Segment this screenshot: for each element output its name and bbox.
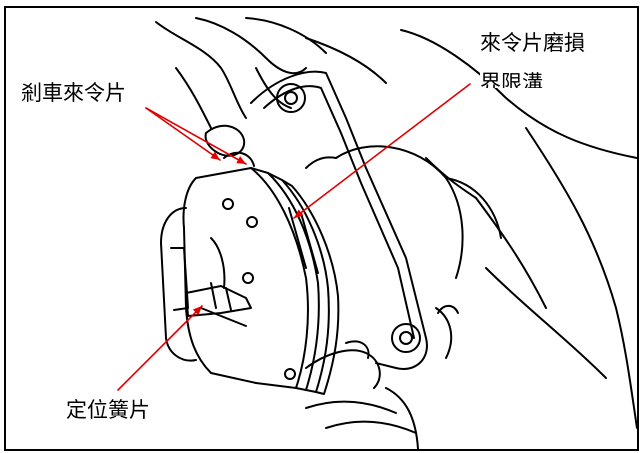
label-retainer-spring: 定位簧片	[66, 398, 150, 423]
brake-pad-assembly	[195, 167, 340, 395]
caliper-bracket	[250, 70, 428, 370]
arrow-retainer-spring	[117, 305, 203, 391]
label-wear-limit-line2: 界限溝	[480, 72, 543, 88]
upper-hand-drawing	[155, 17, 387, 167]
arrow-brake-pads-2	[145, 107, 247, 165]
label-brake-pads: 剎車來令片	[21, 81, 126, 106]
caliper-body	[305, 145, 502, 279]
pad-backing-plate	[182, 177, 296, 384]
retainer-spring-clip	[185, 282, 252, 327]
right-arm-drawing	[400, 29, 637, 429]
label-wear-limit-line1: 來令片磨損	[480, 31, 585, 56]
arrow-brake-pads-1	[145, 107, 221, 161]
left-clip-housing	[160, 207, 197, 362]
lower-hand-drawing	[305, 304, 459, 449]
diagram-frame: 剎車來令片 來令片磨損 界限溝 定位簧片	[4, 6, 639, 451]
brake-caliper-illustration	[117, 17, 637, 449]
arrow-wear-limit	[293, 83, 471, 219]
